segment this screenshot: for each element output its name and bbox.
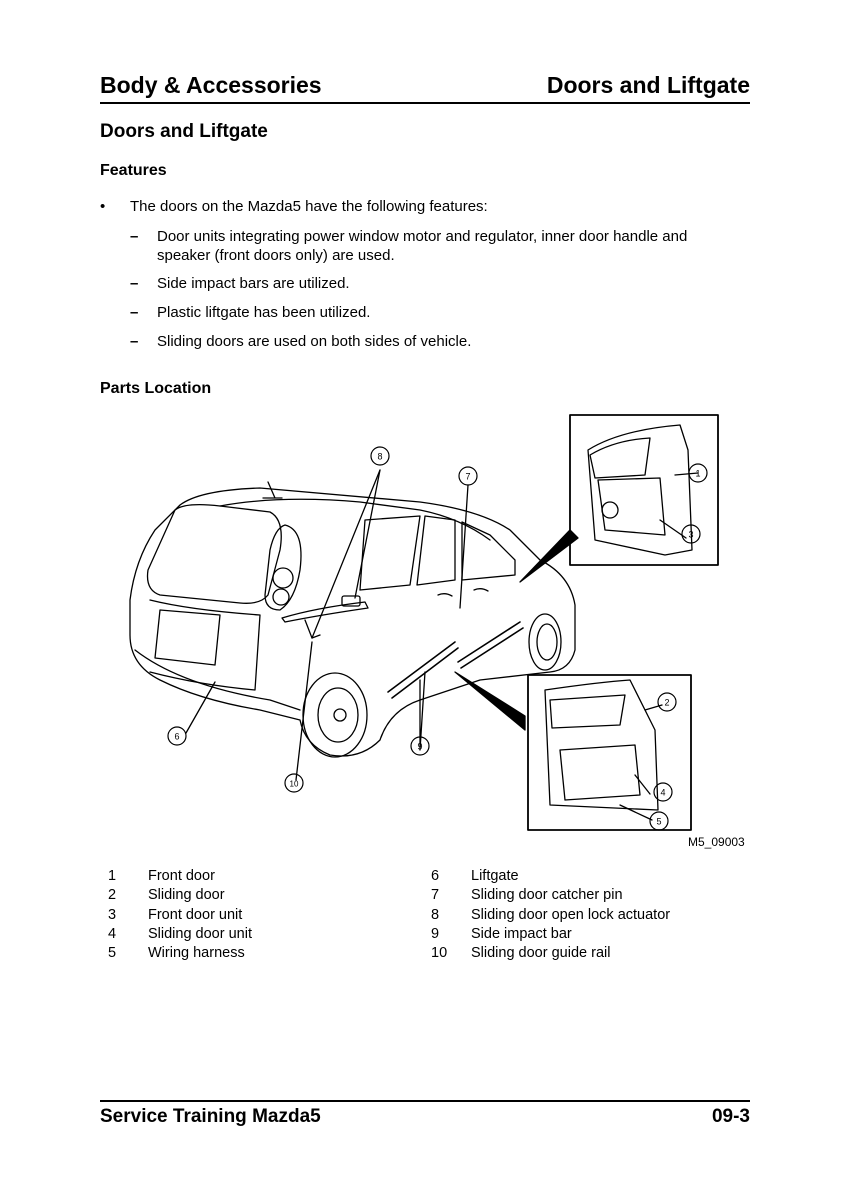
sliding-door-inset: [527, 674, 692, 831]
dash-icon: –: [130, 275, 139, 292]
legend-label: Side impact bar: [471, 925, 572, 942]
callout-7: [458, 466, 478, 486]
callout-label: 4: [660, 788, 665, 798]
legend-number: 10: [431, 945, 448, 962]
rear-bumper: [134, 649, 301, 711]
feature-item-text: Plastic liftgate has been utilized.: [157, 304, 371, 321]
bullet-icon: •: [100, 198, 106, 215]
callout-8: [370, 446, 390, 466]
header-section: Body & Accessories: [100, 72, 322, 98]
feature-item-text: Side impact bars are utilized.: [157, 275, 350, 292]
legend-number: 7: [431, 887, 440, 904]
callout-3: [681, 524, 701, 544]
front-door-inset: [569, 414, 719, 566]
callout-label: 10: [290, 780, 299, 789]
callout-label: 5: [656, 817, 661, 827]
legend-number: 2: [108, 887, 117, 904]
legend-number: 1: [108, 868, 117, 884]
legend-label: Sliding door catcher pin: [471, 887, 623, 904]
guide-rail: [281, 601, 369, 623]
vehicle-illustration: 1 2 3 4 5 6 7 8 9 10: [129, 414, 719, 831]
legend-row: 1 Front door: [108, 868, 408, 887]
page-footer: Service Training Mazda5 09-3: [100, 1100, 750, 1132]
header-topic: Doors and Liftgate: [546, 72, 750, 98]
callout-5: [649, 811, 669, 831]
callout-label: 7: [465, 472, 470, 482]
legend-number: 9: [431, 925, 440, 942]
figure-code: M5_09003: [688, 835, 745, 849]
legend-label: Front door: [148, 868, 215, 884]
callout-label: 3: [688, 530, 693, 540]
legend-right: 6 Liftgate 7 Sliding door catcher pin 8 …: [431, 868, 751, 964]
car-body-outline: [129, 487, 576, 757]
feature-item-text: Door units integrating power window moto…: [157, 228, 688, 264]
legend-label: Sliding door guide rail: [471, 945, 611, 962]
legend-label: Liftgate: [471, 868, 519, 884]
page-header: Body & Accessories Doors and Liftgate: [100, 72, 750, 104]
page-title: Doors and Liftgate: [100, 121, 268, 142]
callout-10: [284, 773, 304, 793]
parts-location-figure: 1 2 3 4 5 6 7 8 9 10: [120, 410, 760, 850]
callout-6: [167, 726, 187, 746]
front-wheel: [528, 613, 562, 671]
dash-icon: –: [130, 333, 139, 350]
feature-item-text: Sliding doors are used on both sides of …: [157, 333, 472, 350]
license-plate: [154, 609, 221, 666]
antenna: [262, 481, 283, 499]
legend-row: 4 Sliding door unit: [108, 926, 408, 945]
callout-4: [653, 782, 673, 802]
side-window-front: [461, 521, 516, 581]
side-impact-bar: [387, 641, 459, 699]
callout-label: 1: [695, 469, 700, 479]
footer-title: Service Training Mazda5: [100, 1106, 321, 1127]
legend-label: Sliding door open lock actuator: [471, 906, 671, 923]
rear-window: [146, 504, 282, 604]
legend-number: 6: [431, 868, 440, 884]
features-heading: Features: [100, 162, 167, 179]
legend-label: Front door unit: [148, 906, 243, 923]
legend-label: Sliding door: [148, 887, 225, 904]
legend-row: 3 Front door unit: [108, 907, 408, 926]
inset-arrow-upper: [519, 529, 579, 583]
legend-left: 1 Front door 2 Sliding door 3 Front door…: [108, 868, 408, 964]
legend-label: Sliding door unit: [148, 925, 252, 942]
legend-number: 5: [108, 945, 117, 962]
callout-9: [410, 736, 430, 756]
parts-location-heading: Parts Location: [100, 380, 212, 397]
side-window-mid: [416, 515, 456, 586]
legend-row: 5 Wiring harness: [108, 945, 408, 964]
legend-row: 8 Sliding door open lock actuator: [431, 907, 751, 926]
tail-light: [264, 524, 302, 611]
callout-1: [688, 463, 708, 483]
callout-label: 9: [417, 742, 422, 752]
legend-row: 9 Side impact bar: [431, 926, 751, 945]
legend-label: Wiring harness: [148, 945, 245, 962]
callout-label: 8: [377, 452, 382, 462]
callout-2: [657, 692, 677, 712]
dash-icon: –: [130, 304, 139, 321]
callout-label: 2: [664, 698, 669, 708]
inset-arrow-lower: [454, 671, 526, 731]
features-intro-text: The doors on the Mazda5 have the followi…: [130, 198, 488, 215]
dash-icon: –: [130, 228, 139, 245]
legend-number: 3: [108, 906, 117, 923]
legend-row: 7 Sliding door catcher pin: [431, 887, 751, 906]
legend-number: 4: [108, 925, 117, 942]
page-number: 09-3: [711, 1106, 750, 1127]
legend-row: 6 Liftgate: [431, 868, 751, 887]
callout-label: 6: [174, 732, 179, 742]
legend-number: 8: [431, 906, 440, 923]
legend-row: 10 Sliding door guide rail: [431, 945, 751, 964]
roof-line: [219, 498, 491, 541]
legend-row: 2 Sliding door: [108, 887, 408, 906]
